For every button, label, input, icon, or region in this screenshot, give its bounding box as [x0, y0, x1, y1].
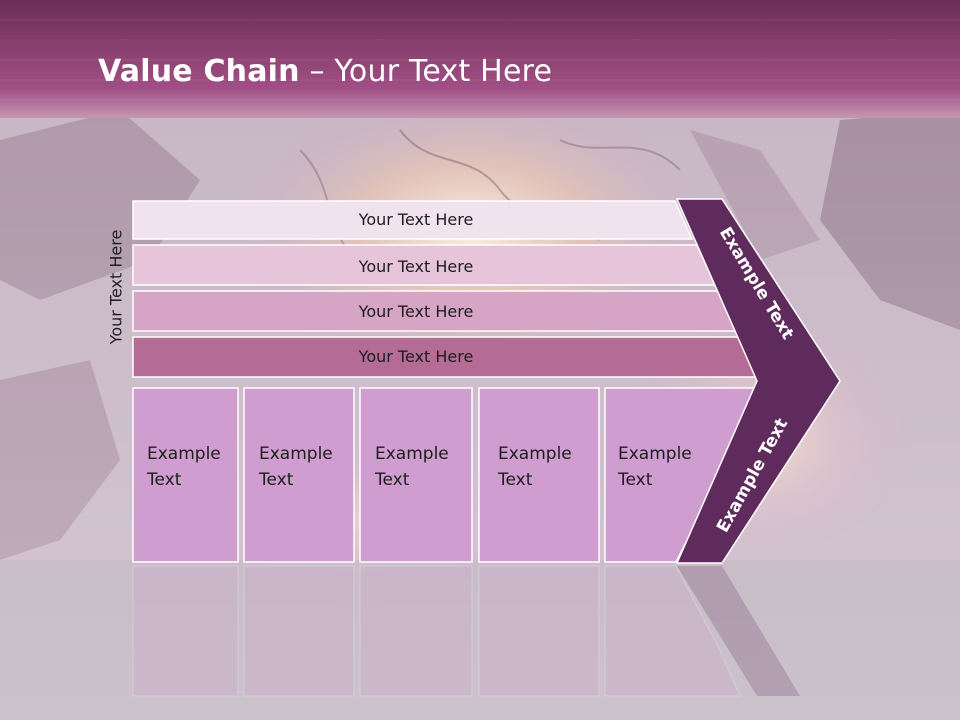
- chevron-shape: [675, 198, 841, 564]
- column-box-2-line2: Text: [258, 470, 294, 490]
- diagram-reflection: [132, 565, 800, 697]
- column-box-2: Example Text: [243, 387, 355, 563]
- reflection-chevron: [677, 566, 800, 696]
- chevron-arrow: Example Text Example Text: [675, 198, 841, 564]
- reflection-box-4: [478, 565, 600, 697]
- reflection-box-1: [132, 565, 239, 697]
- column-box-1-shape: [132, 387, 239, 563]
- row-bar-1-label: Your Text Here: [358, 210, 474, 229]
- reflection-box-2: [243, 565, 355, 697]
- column-box-4-line1: Example: [498, 444, 572, 464]
- row-bar-1: Your Text Here: [132, 200, 694, 240]
- row-bar-3-label: Your Text Here: [358, 302, 474, 321]
- column-box-3-shape: [359, 387, 473, 563]
- reflection-box-3: [359, 565, 473, 697]
- row-bar-4-label: Your Text Here: [358, 347, 474, 366]
- column-box-4: Example Text: [478, 387, 600, 563]
- column-box-3: Example Text: [359, 387, 473, 563]
- column-box-4-shape: [478, 387, 600, 563]
- column-box-5-line2: Text: [617, 470, 653, 490]
- column-box-1-line2: Text: [146, 470, 182, 490]
- column-box-3-line1: Example: [375, 444, 449, 464]
- title-rest: – Your Text Here: [299, 54, 553, 89]
- column-box-5-line1: Example: [618, 444, 692, 464]
- column-box-2-shape: [243, 387, 355, 563]
- row-bar-4: Your Text Here: [132, 336, 764, 378]
- row-bar-2-label: Your Text Here: [358, 257, 474, 276]
- title-bold: Value Chain: [98, 54, 300, 89]
- reflection-box-5: [604, 565, 741, 697]
- row-bar-3: Your Text Here: [132, 290, 740, 332]
- column-box-1-line1: Example: [147, 444, 221, 464]
- column-box-4-line2: Text: [497, 470, 533, 490]
- slide-title: Value Chain – Your Text Here: [98, 54, 552, 89]
- column-box-1: Example Text: [132, 387, 239, 563]
- column-box-2-line1: Example: [259, 444, 333, 464]
- row-bar-1-shape: [132, 200, 694, 240]
- column-box-3-line2: Text: [374, 470, 410, 490]
- row-bar-2: Your Text Here: [132, 244, 718, 286]
